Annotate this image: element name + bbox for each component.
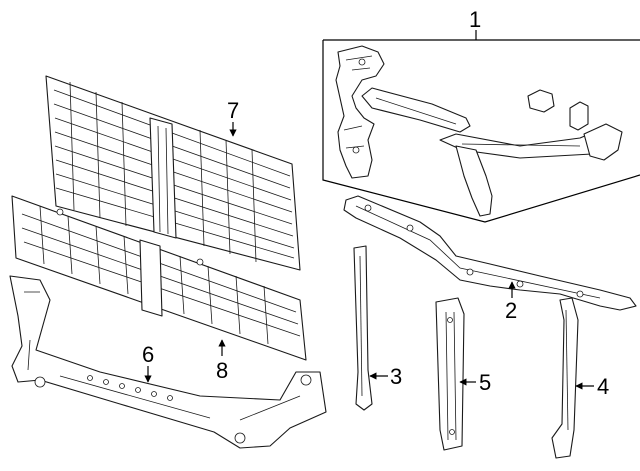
callout-5: 5 [479, 370, 491, 395]
part-2-tie-bar [343, 195, 637, 311]
part-1-small-mount [569, 101, 589, 131]
part-1-lower-leg [455, 145, 493, 217]
callout-7: 7 [227, 98, 239, 123]
part-1-right-bracket [583, 123, 623, 161]
callout-8: 8 [216, 358, 228, 383]
part-3-bracket [353, 245, 388, 411]
part-1-upper-bar [361, 87, 471, 133]
callout-6: 6 [142, 342, 154, 367]
callout-3: 3 [390, 364, 402, 389]
part-1-small-clip [527, 89, 555, 113]
part-6-lower-support [9, 275, 327, 449]
callout-1: 1 [469, 7, 481, 32]
part-1-inset [322, 30, 640, 223]
part-7-shutter [45, 75, 301, 271]
part-5-bracket [435, 297, 476, 451]
part-1-left-bracket [335, 45, 385, 179]
callout-4: 4 [597, 374, 609, 399]
callout-2: 2 [505, 298, 517, 323]
part-4-bracket [551, 297, 594, 459]
part-8-grille [11, 195, 307, 361]
